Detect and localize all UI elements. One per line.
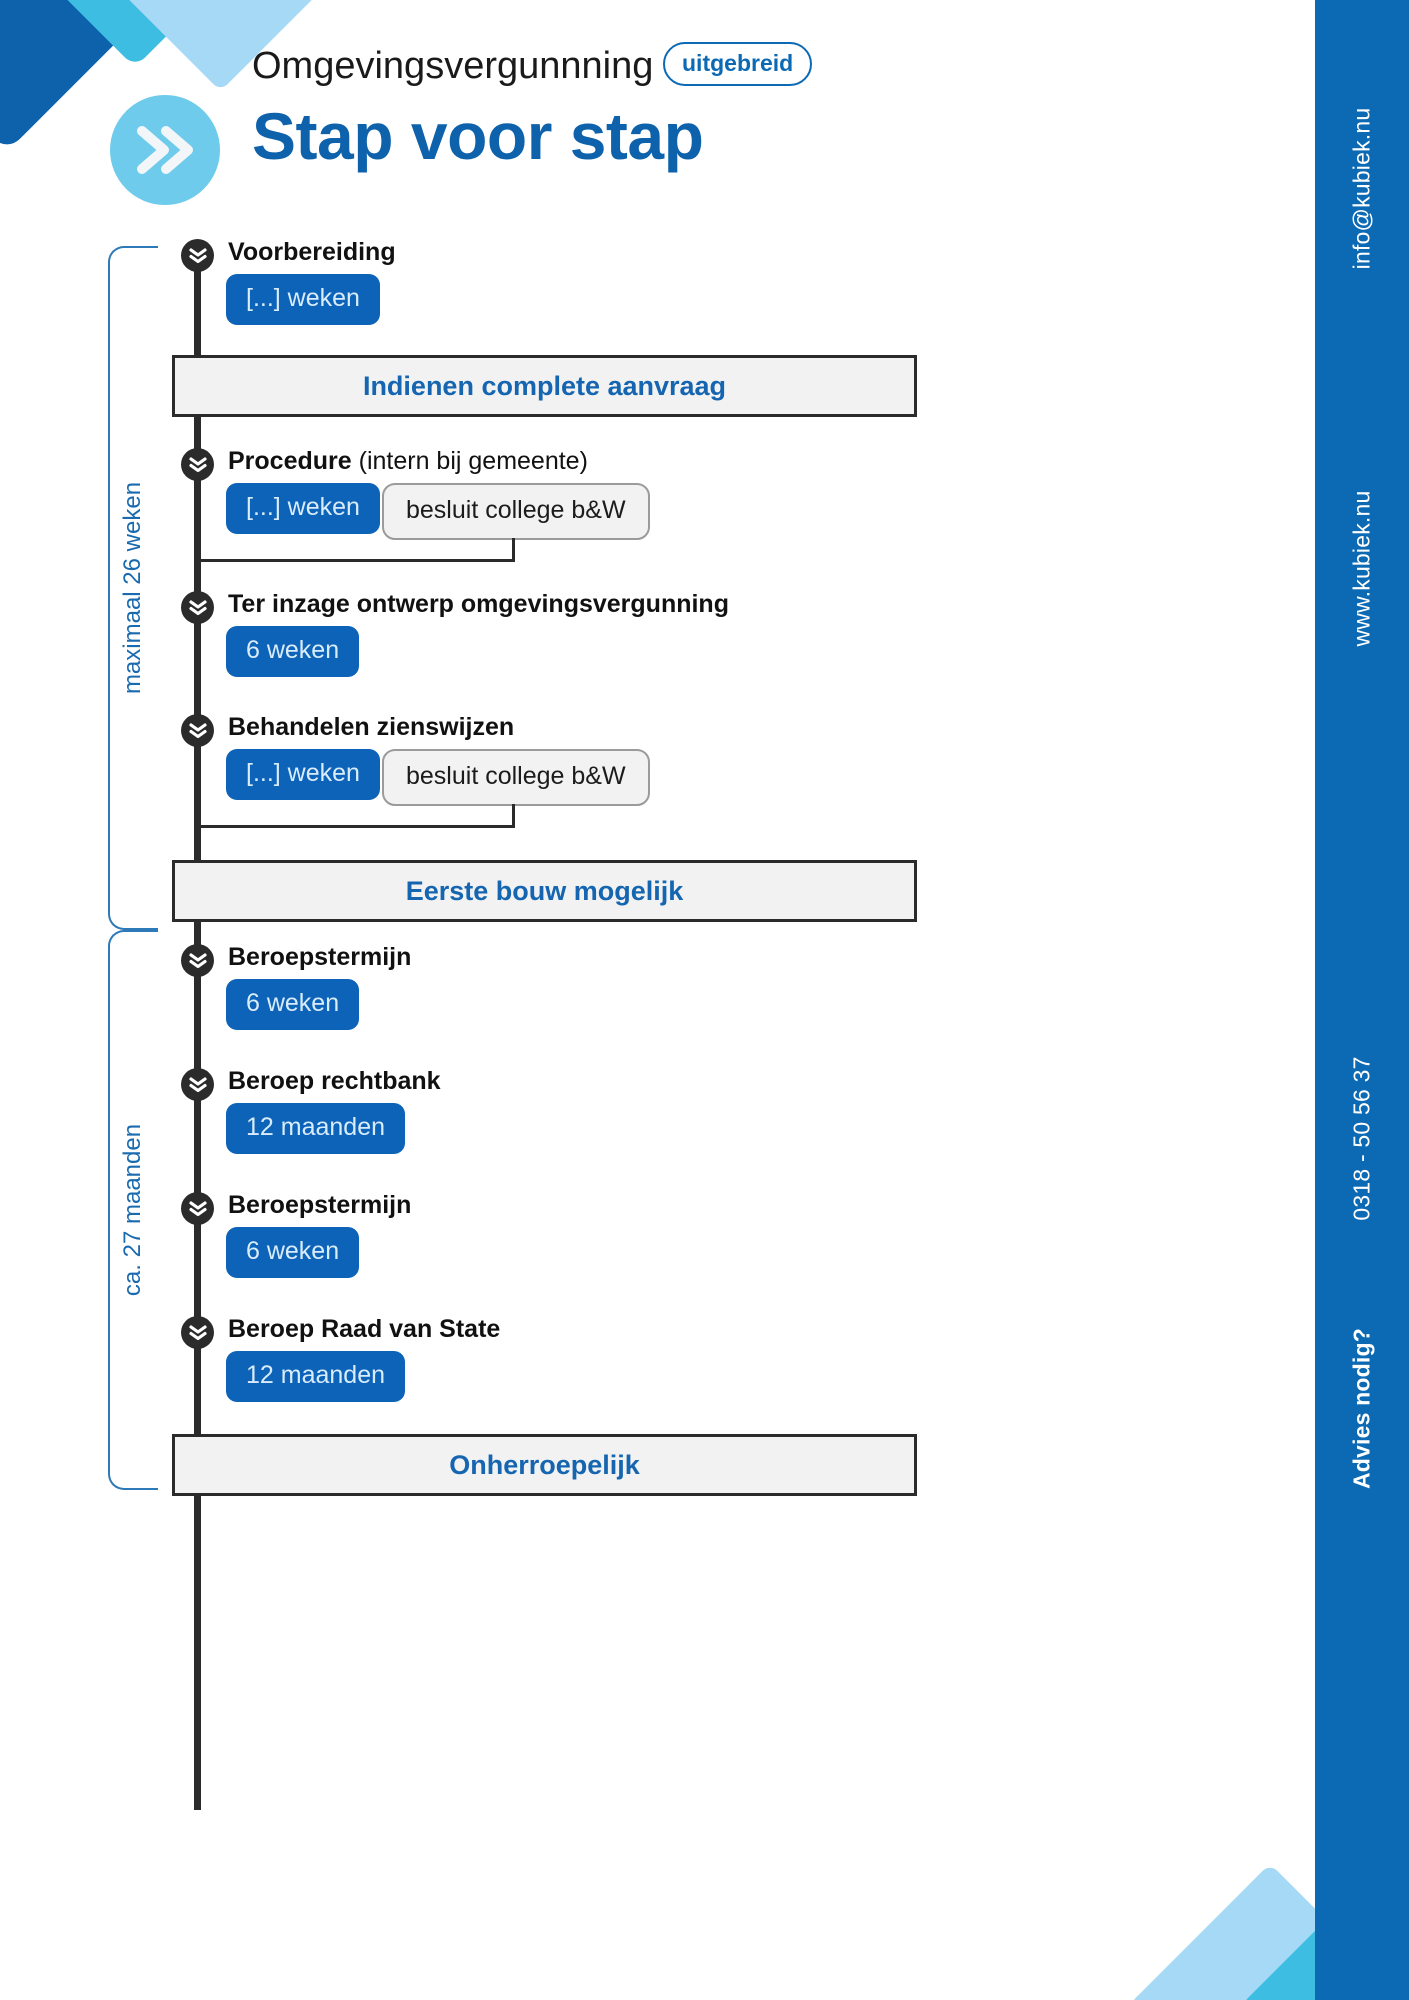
chevron-double-down-icon xyxy=(188,247,208,265)
chevron-double-down-icon xyxy=(188,1324,208,1342)
timeline-node-beroep-rechtbank xyxy=(181,1068,214,1101)
step-title-beroepstermijn-2: Beroepstermijn xyxy=(228,1191,412,1219)
sidebar-website[interactable]: www.kubiek.nu xyxy=(1348,490,1375,647)
timeline-node-procedure xyxy=(181,448,214,481)
step-duration-beroepstermijn-2: 6 weken xyxy=(226,1227,360,1278)
milestone-indienen-complete-aanvraag: Indienen complete aanvraag xyxy=(172,355,917,417)
timeline-spine xyxy=(194,248,201,1810)
contact-sidebar: info@kubiek.nu www.kubiek.nu 0318 - 50 5… xyxy=(1315,0,1409,2000)
timeline-node-ter-inzage xyxy=(181,591,214,624)
step-title-beroepstermijn-1: Beroepstermijn xyxy=(228,943,412,971)
chevron-double-down-icon xyxy=(188,722,208,740)
sidebar-advies-label: Advies nodig? xyxy=(1348,1327,1375,1490)
chevron-double-down-icon xyxy=(188,456,208,474)
bracket-phase-2 xyxy=(108,930,158,1490)
step-title-procedure: Procedure (intern bij gemeente) xyxy=(228,447,588,475)
procedure-type-badge: uitgebreid xyxy=(663,42,813,86)
double-chevron-right-icon xyxy=(134,125,196,175)
bracket-phase-1 xyxy=(108,246,158,930)
step-duration-behandelen-zienswijzen: [...] weken xyxy=(226,749,380,800)
step-duration-beroepstermijn-1: 6 weken xyxy=(226,979,360,1030)
timeline-node-behandelen-zienswijzen xyxy=(181,714,214,747)
step-duration-ter-inzage: 6 weken xyxy=(226,626,360,677)
chevron-double-down-icon xyxy=(188,1076,208,1094)
connector-procedure xyxy=(197,538,515,562)
timeline-node-beroep-raad-van-state xyxy=(181,1316,214,1349)
logo-badge xyxy=(110,95,220,205)
chevron-double-down-icon xyxy=(188,952,208,970)
bracket-phase-1-label: maximaal 26 weken xyxy=(119,481,147,695)
step-title-voorbereiding: Voorbereiding xyxy=(228,238,396,266)
step-title-beroep-raad-van-state: Beroep Raad van State xyxy=(228,1315,501,1343)
milestone-onherroepelijk: Onherroepelijk xyxy=(172,1434,917,1496)
chevron-double-down-icon xyxy=(188,1200,208,1218)
page-title: Stap voor stap xyxy=(252,99,704,173)
chevron-double-down-icon xyxy=(188,599,208,617)
connector-behandelen-zienswijzen xyxy=(197,804,515,828)
milestone-eerste-bouw-mogelijk: Eerste bouw mogelijk xyxy=(172,860,917,922)
bracket-phase-2-label: ca. 27 maanden xyxy=(119,1123,146,1297)
step-duration-voorbereiding: [...] weken xyxy=(226,274,380,325)
step-decision-procedure: besluit college b&W xyxy=(382,483,650,540)
sidebar-email[interactable]: info@kubiek.nu xyxy=(1348,107,1375,270)
step-duration-beroep-raad-van-state: 12 maanden xyxy=(226,1351,406,1402)
timeline-node-voorbereiding xyxy=(181,239,214,272)
step-title-ter-inzage: Ter inzage ontwerp omgevingsvergunning xyxy=(228,590,729,618)
step-title-behandelen-zienswijzen: Behandelen zienswijzen xyxy=(228,713,515,741)
timeline-node-beroepstermijn-1 xyxy=(181,944,214,977)
timeline-node-beroepstermijn-2 xyxy=(181,1192,214,1225)
step-title-beroep-rechtbank: Beroep rechtbank xyxy=(228,1067,441,1095)
step-duration-beroep-rechtbank: 12 maanden xyxy=(226,1103,406,1154)
sidebar-phone[interactable]: 0318 - 50 56 37 xyxy=(1348,1056,1375,1221)
page-subtitle: Omgevingsvergunnning xyxy=(252,45,654,87)
step-decision-behandelen-zienswijzen: besluit college b&W xyxy=(382,749,650,806)
step-duration-procedure: [...] weken xyxy=(226,483,380,534)
